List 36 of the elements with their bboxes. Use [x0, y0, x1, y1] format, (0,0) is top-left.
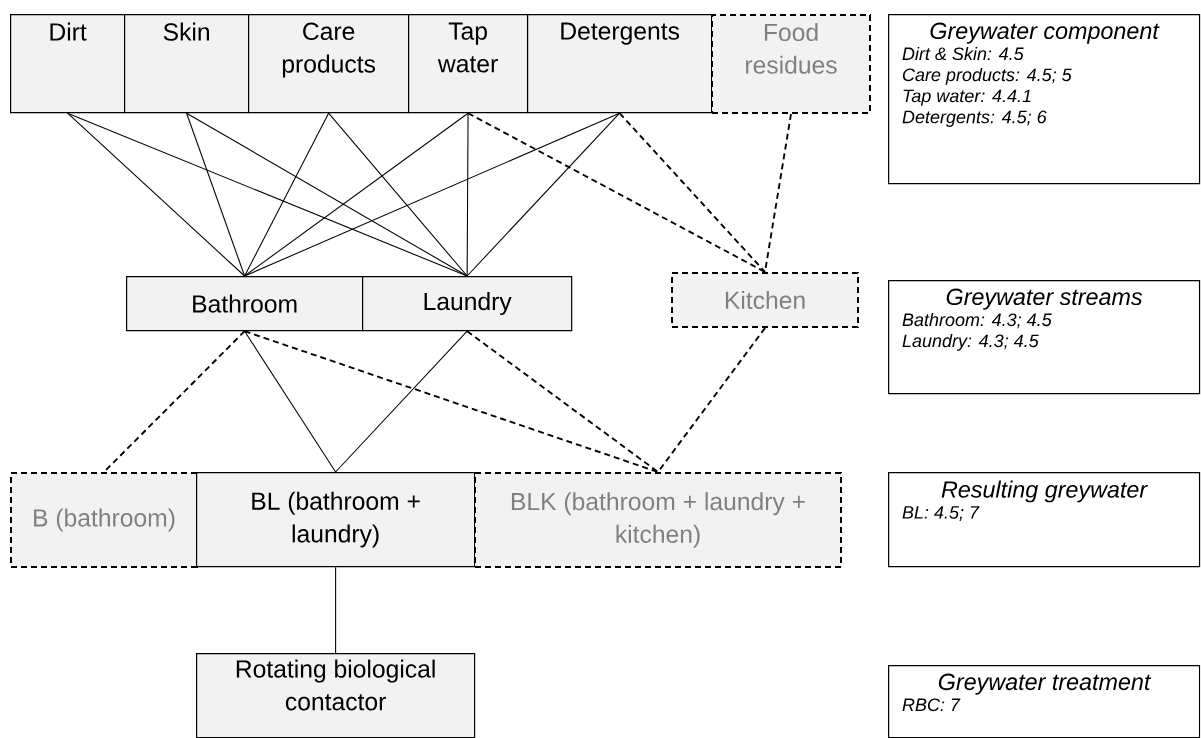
process-box: Kitchen: [671, 272, 859, 328]
connector-line: [244, 112, 330, 277]
process-box: Care products: [248, 14, 410, 114]
connector-line: [67, 112, 468, 277]
connector-line: [466, 112, 621, 277]
reference-box: Greywater treatment RBC: 7: [888, 665, 1201, 738]
process-box: Tap water: [408, 14, 529, 114]
process-box: Dirt: [10, 14, 126, 114]
connector-line: [335, 330, 468, 473]
process-box: Food residues: [711, 14, 871, 114]
connector-line: [103, 330, 246, 473]
process-box: B (bathroom): [10, 472, 198, 568]
process-box: BLK (bathroom + laundry + kitchen): [474, 472, 842, 568]
connector-line: [186, 112, 246, 277]
process-box: Rotating biological contactor: [196, 653, 476, 738]
connector-line: [657, 327, 766, 473]
connector-line: [244, 112, 469, 277]
connector-line: [466, 112, 469, 277]
connector-line: [335, 566, 337, 654]
reference-box: Greywater streams Bathroom: 4.3; 4.5 Laundry: 4.3; 4.5: [888, 280, 1201, 395]
connector-line: [67, 112, 246, 277]
reference-box: Resulting greywater BL: 4.5; 7: [888, 472, 1201, 568]
process-box: Detergents: [527, 14, 713, 114]
connector-line: [466, 330, 659, 473]
process-box: Laundry: [362, 276, 573, 332]
connector-line: [243, 330, 659, 473]
process-box: Skin: [124, 14, 250, 114]
connector-line: [328, 112, 468, 277]
connector-line: [244, 112, 621, 277]
connector-line: [244, 330, 337, 473]
process-box: BL (bathroom + laundry): [196, 472, 476, 568]
reference-box: Greywater component Dirt & Skin: 4.5 Care products: 4.5; 5 Tap water: 4.4.1 Detergents: 4.5; 6: [888, 14, 1201, 185]
connector-line: [467, 112, 766, 273]
connector-line: [618, 112, 766, 273]
process-box: Bathroom: [126, 276, 364, 332]
connector-line: [186, 112, 468, 277]
